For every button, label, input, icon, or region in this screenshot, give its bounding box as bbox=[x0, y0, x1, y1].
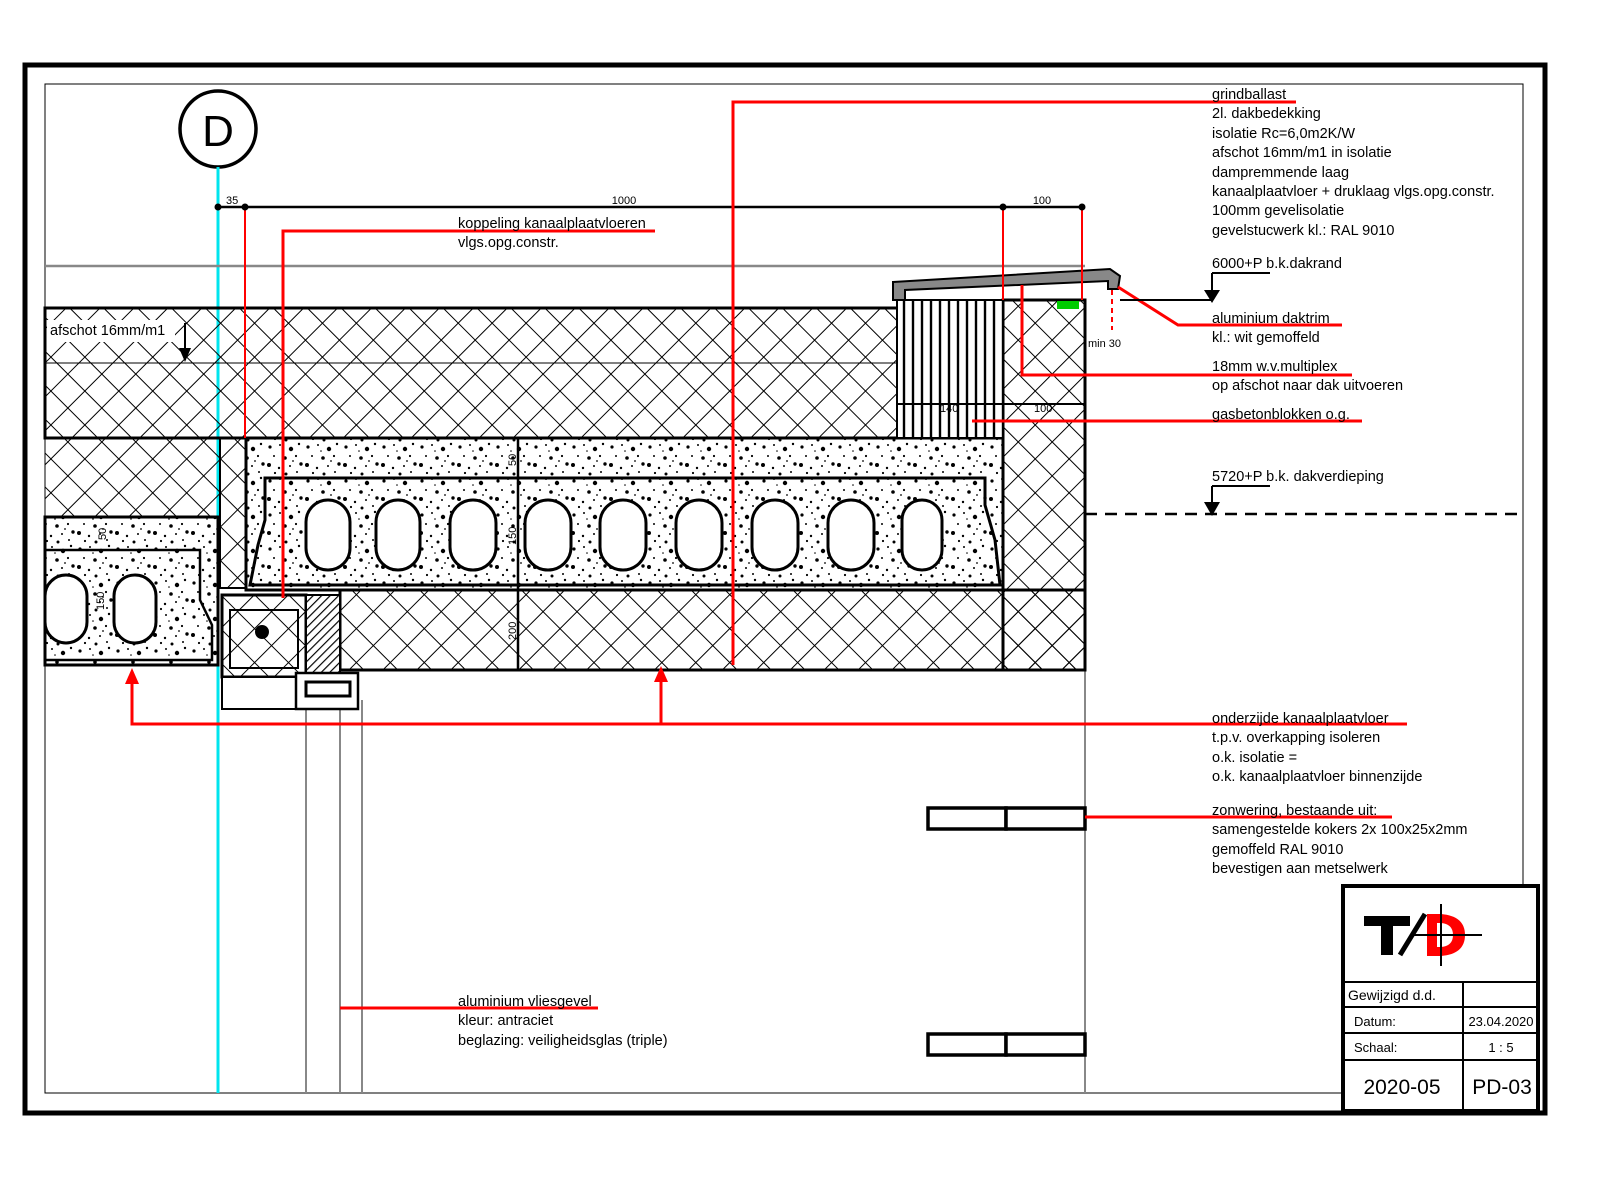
tb-drawing-number: PD-03 bbox=[1472, 1076, 1532, 1099]
note-line: gasbetonblokken o.g. bbox=[1212, 407, 1350, 423]
tb-scale-label: Schaal: bbox=[1354, 1040, 1397, 1055]
note-level-roof-edge: 6000+P b.k.dakrand bbox=[1212, 256, 1342, 272]
dim-min30: min 30 bbox=[1088, 338, 1121, 350]
tb-project-number: 2020-05 bbox=[1363, 1076, 1440, 1099]
axis-letter: D bbox=[202, 107, 234, 156]
dim-150: 150 bbox=[507, 527, 519, 545]
company-logo bbox=[1364, 904, 1482, 966]
note-line: 18mm w.v.multiplex bbox=[1212, 359, 1338, 375]
tb-scale-value: 1 : 5 bbox=[1488, 1040, 1513, 1055]
gasbeton-blocks bbox=[896, 299, 1004, 439]
note-line: beglazing: veiligheidsglas (triple) bbox=[458, 1032, 668, 1049]
dim-100: 100 bbox=[1033, 195, 1051, 207]
note-line: kleur: antraciet bbox=[458, 1013, 554, 1030]
title-block bbox=[1341, 884, 1540, 1113]
note-line: t.p.v. overkapping isoleren bbox=[1212, 730, 1381, 747]
note-line: isolatie Rc=6,0m2K/W bbox=[1212, 125, 1356, 142]
outer-frame bbox=[22, 62, 1548, 1116]
note-underside: onderzijde kanaalplaatvloer t.p.v. overk… bbox=[1212, 710, 1422, 788]
sunscreen-tubes bbox=[926, 806, 1087, 1057]
note-gasbeton: gasbetonblokken o.g. bbox=[1212, 406, 1350, 425]
dim-150-left: 150 bbox=[95, 592, 107, 610]
slab-profile bbox=[248, 476, 1002, 587]
tb-date-label: Datum: bbox=[1354, 1014, 1396, 1029]
slab-hollows bbox=[304, 498, 944, 572]
note-line: 100mm gevelisolatie bbox=[1212, 203, 1345, 220]
note-line: gemoffeld RAL 9010 bbox=[1212, 841, 1344, 858]
note-line: kanaalplaatvloer + druklaag vlgs.opg.con… bbox=[1212, 183, 1495, 200]
note-curtainwall: aluminium vliesgevel kleur: antraciet be… bbox=[458, 993, 668, 1051]
dim-200: 200 bbox=[507, 622, 519, 640]
tb-date-value: 23.04.2020 bbox=[1468, 1014, 1533, 1029]
aluminium-daktrim bbox=[892, 267, 1122, 301]
dim-50-left: 50 bbox=[97, 528, 109, 540]
note-line: dampremmende laag bbox=[1212, 164, 1350, 181]
note-daktrim: aluminium daktrim kl.: wit gemoffeld bbox=[1212, 310, 1330, 349]
note-coupling: koppeling kanaalplaatvloeren vlgs.opg.co… bbox=[458, 215, 646, 254]
note-line: bevestigen aan metselwerk bbox=[1212, 861, 1388, 878]
green-marker bbox=[1057, 301, 1079, 309]
leader-arrows bbox=[125, 666, 668, 684]
note-line: afschot 16mm/m1 in isolatie bbox=[1212, 145, 1392, 162]
dim-100-b: 100 bbox=[1034, 403, 1052, 415]
note-line: kl.: wit gemoffeld bbox=[1212, 330, 1320, 347]
note-line: samengestelde kokers 2x 100x25x2mm bbox=[1212, 822, 1468, 839]
note-roof-buildup: grindballast 2l. dakbedekking isolatie R… bbox=[1212, 86, 1495, 241]
insulation-left bbox=[45, 438, 220, 516]
dim-1000: 1000 bbox=[612, 195, 636, 207]
dim-35: 35 bbox=[226, 195, 238, 207]
note-line: vlgs.opg.constr. bbox=[458, 235, 559, 252]
dim-140: 140 bbox=[940, 403, 958, 415]
note-line: grindballast bbox=[1212, 87, 1287, 103]
note-slope: afschot 16mm/m1 bbox=[50, 323, 166, 339]
note-line: o.k. isolatie = bbox=[1212, 749, 1298, 766]
tb-modified-label: Gewijzigd d.d. bbox=[1348, 987, 1436, 1003]
dim-50: 50 bbox=[507, 454, 519, 466]
timber-block bbox=[305, 594, 341, 674]
note-line: onderzijde kanaalplaatvloer bbox=[1212, 711, 1389, 727]
note-line: 2l. dakbedekking bbox=[1212, 106, 1321, 123]
note-line: zonwering, bestaande uit: bbox=[1212, 803, 1378, 819]
dimension-line bbox=[214, 203, 1086, 438]
note-line: aluminium daktrim bbox=[1212, 311, 1330, 327]
note-line: gevelstucwerk kl.: RAL 9010 bbox=[1212, 222, 1395, 239]
note-line: koppeling kanaalplaatvloeren bbox=[458, 216, 646, 232]
note-multiplex: 18mm w.v.multiplex op afschot naar dak u… bbox=[1212, 358, 1403, 397]
annotation-leaders bbox=[130, 100, 1407, 1010]
note-line: aluminium vliesgevel bbox=[458, 994, 592, 1010]
note-level-floor: 5720+P b.k. dakverdieping bbox=[1212, 469, 1384, 485]
insulation-mask-label bbox=[47, 320, 175, 342]
note-sunscreen: zonwering, bestaande uit: samengestelde … bbox=[1212, 802, 1468, 880]
note-line: op afschot naar dak uitvoeren bbox=[1212, 378, 1404, 395]
note-line: o.k. kanaalplaatvloer binnenzijde bbox=[1212, 769, 1423, 786]
insulation-strip bbox=[219, 437, 247, 589]
underside-insulation bbox=[338, 588, 1087, 672]
